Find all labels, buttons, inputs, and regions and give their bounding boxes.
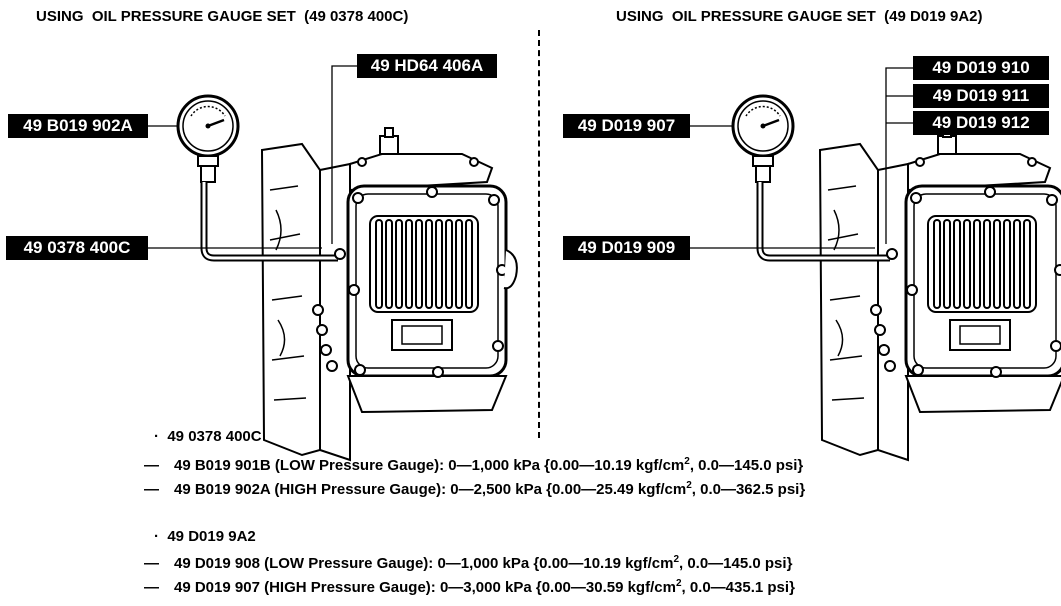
spec-sup: 2 [673, 554, 679, 565]
set1-spec-high: — 49 B019 902A (HIGH Pressure Gauge): 0—2… [144, 480, 805, 498]
spec-text: 49 D019 908 (LOW Pressure Gauge): 0—1,00… [174, 555, 674, 572]
left-pressure-gauge [176, 94, 240, 184]
spec-sup: 2 [686, 480, 692, 491]
spec-sup: 2 [675, 578, 682, 589]
spec-text: 49 D019 907 (HIGH Pressure Gauge): 0—3,0… [174, 579, 676, 596]
set2-name: 49 D019 9A2 [167, 528, 256, 545]
spec-text-end: , 0.0—145.0 psi} [689, 457, 804, 474]
section-divider [538, 30, 540, 438]
spec-text: 49 B019 902A (HIGH Pressure Gauge): 0—2,… [174, 481, 687, 498]
label-hose-49-0378-400c: 49 0378 400C [6, 236, 148, 260]
set2-heading: · 49 D019 9A2 [154, 528, 256, 545]
spec-text: 49 B019 901B (LOW Pressure Gauge): 0—1,0… [174, 457, 685, 474]
right-transaxle [818, 126, 1061, 462]
left-leader-lines [148, 65, 357, 249]
right-pressure-gauge [731, 94, 795, 184]
spec-dash: — [144, 481, 159, 498]
set2-spec-low: — 49 D019 908 (LOW Pressure Gauge): 0—1,0… [144, 554, 792, 572]
set1-heading: · 49 0378 400C [154, 428, 262, 445]
label-adapter-49-d019-911: 49 D019 911 [913, 84, 1049, 108]
set1-bullet: · [154, 428, 159, 445]
right-fitting [886, 248, 898, 260]
label-adapter-49-hd64-406a: 49 HD64 406A [357, 54, 497, 78]
set1-spec-low: — 49 B019 901B (LOW Pressure Gauge): 0—1,… [144, 456, 803, 474]
left-fitting [334, 248, 346, 260]
spec-dash: — [144, 555, 159, 572]
left-transaxle [260, 126, 519, 462]
spec-text-end: , 0.0—435.1 psi} [681, 579, 795, 596]
spec-dash: — [144, 579, 159, 596]
spec-dash: — [144, 457, 159, 474]
right-title: USING OIL PRESSURE GAUGE SET (49 D019 9A… [616, 8, 983, 25]
label-adapter-49-d019-910: 49 D019 910 [913, 56, 1049, 80]
spec-text-end: , 0.0—362.5 psi} [691, 481, 806, 498]
set2-bullet: · [154, 528, 159, 545]
set2-spec-high: — 49 D019 907 (HIGH Pressure Gauge): 0—3,… [144, 578, 795, 596]
spec-sup: 2 [684, 456, 690, 467]
left-title: USING OIL PRESSURE GAUGE SET (49 0378 40… [36, 8, 409, 25]
set1-name: 49 0378 400C [167, 428, 262, 445]
spec-text-end: , 0.0—145.0 psi} [679, 555, 793, 572]
label-gauge-49-d019-907: 49 D019 907 [563, 114, 690, 138]
label-hose-49-d019-909: 49 D019 909 [563, 236, 690, 260]
right-leader-lines [690, 67, 913, 249]
label-gauge-49-b019-902a: 49 B019 902A [8, 114, 148, 138]
label-adapter-49-d019-912: 49 D019 912 [913, 111, 1049, 135]
